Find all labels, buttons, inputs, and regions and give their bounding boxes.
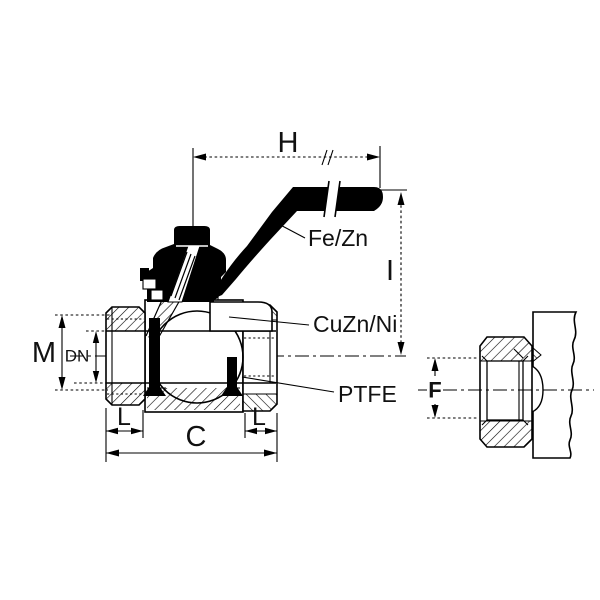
hex-nut-hatch-bottom	[480, 421, 532, 447]
dim-h: H	[192, 127, 381, 228]
stem-cap-nut	[176, 226, 208, 245]
main-view: H I M DN	[32, 127, 407, 462]
handle-break-lines	[323, 180, 341, 218]
label-handle-material: Fe/Zn	[308, 225, 368, 251]
dim-l-right: L	[244, 403, 278, 462]
body-hatch-bottom	[147, 388, 240, 410]
union-nut-hatch-bottom	[243, 394, 277, 411]
material-labels: Fe/Zn CuZn/Ni PTFE	[228, 219, 397, 407]
dim-label-i: I	[386, 255, 394, 287]
dim-label-l-right: L	[252, 403, 266, 431]
dim-label-h: H	[278, 127, 299, 159]
ptfe-seal-left	[143, 318, 166, 396]
handle-lever	[210, 187, 383, 300]
dim-m: M	[32, 314, 112, 391]
dim-i: I	[378, 189, 407, 355]
dim-label-dn: DN	[65, 347, 90, 366]
side-view: F	[418, 311, 594, 459]
dim-f: F	[427, 357, 479, 419]
dim-label-l-left: L	[117, 403, 131, 431]
leader-cuznni	[228, 316, 310, 326]
body-collar	[209, 301, 273, 332]
label-seal-material: PTFE	[338, 381, 397, 407]
hex-nut-hatch-top	[480, 337, 532, 361]
dim-label-c: C	[186, 421, 207, 453]
packing-nut-lower	[150, 289, 164, 301]
dim-c: C	[106, 421, 277, 457]
ptfe-seal-right	[221, 357, 243, 396]
label-body-material: CuZn/Ni	[313, 311, 397, 337]
nut-chamfer-ticks	[481, 348, 529, 426]
dim-label-f: F	[428, 378, 441, 403]
dim-h-break	[321, 149, 334, 166]
dim-label-m: M	[32, 337, 56, 369]
left-thread-dotted	[107, 318, 144, 395]
dim-l-left: L	[105, 403, 144, 462]
leader-fezn	[270, 219, 306, 239]
dim-dn: DN	[65, 330, 118, 384]
right-thread-dotted	[244, 337, 276, 377]
packing-nut-upper	[142, 278, 157, 290]
leader-ptfe	[241, 376, 335, 393]
